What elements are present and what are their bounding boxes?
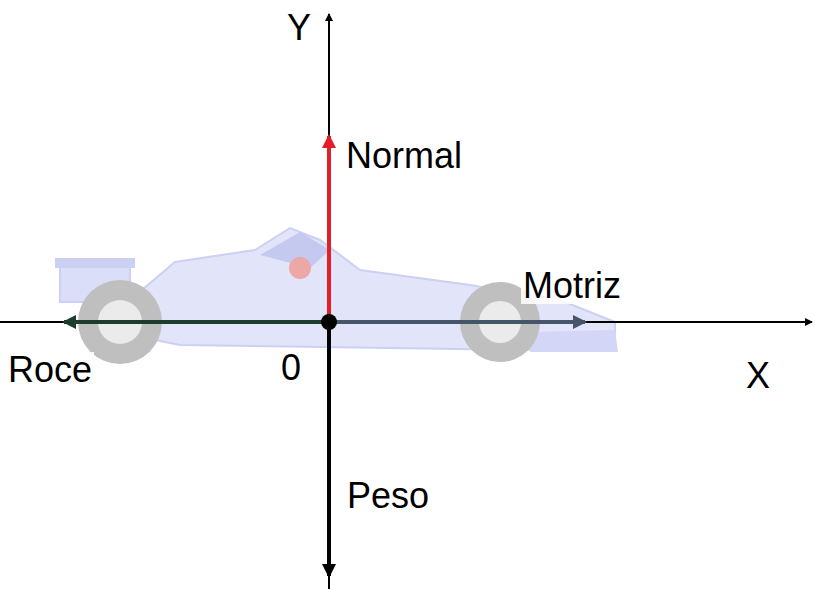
x-axis [0,321,812,323]
drive-force [329,320,585,324]
force-label: Motriz [521,268,623,304]
normal-force [327,136,331,322]
friction-force [64,320,329,324]
origin-dot [321,314,337,330]
force-label: Roce [6,352,94,388]
axis-label: X [744,358,772,394]
weight-force [327,322,331,576]
origin-label: 0 [279,350,303,386]
y-axis [328,14,330,589]
force-label: Peso [345,478,431,514]
force-label: Normal [344,138,464,174]
axis-label: Y [285,10,313,46]
